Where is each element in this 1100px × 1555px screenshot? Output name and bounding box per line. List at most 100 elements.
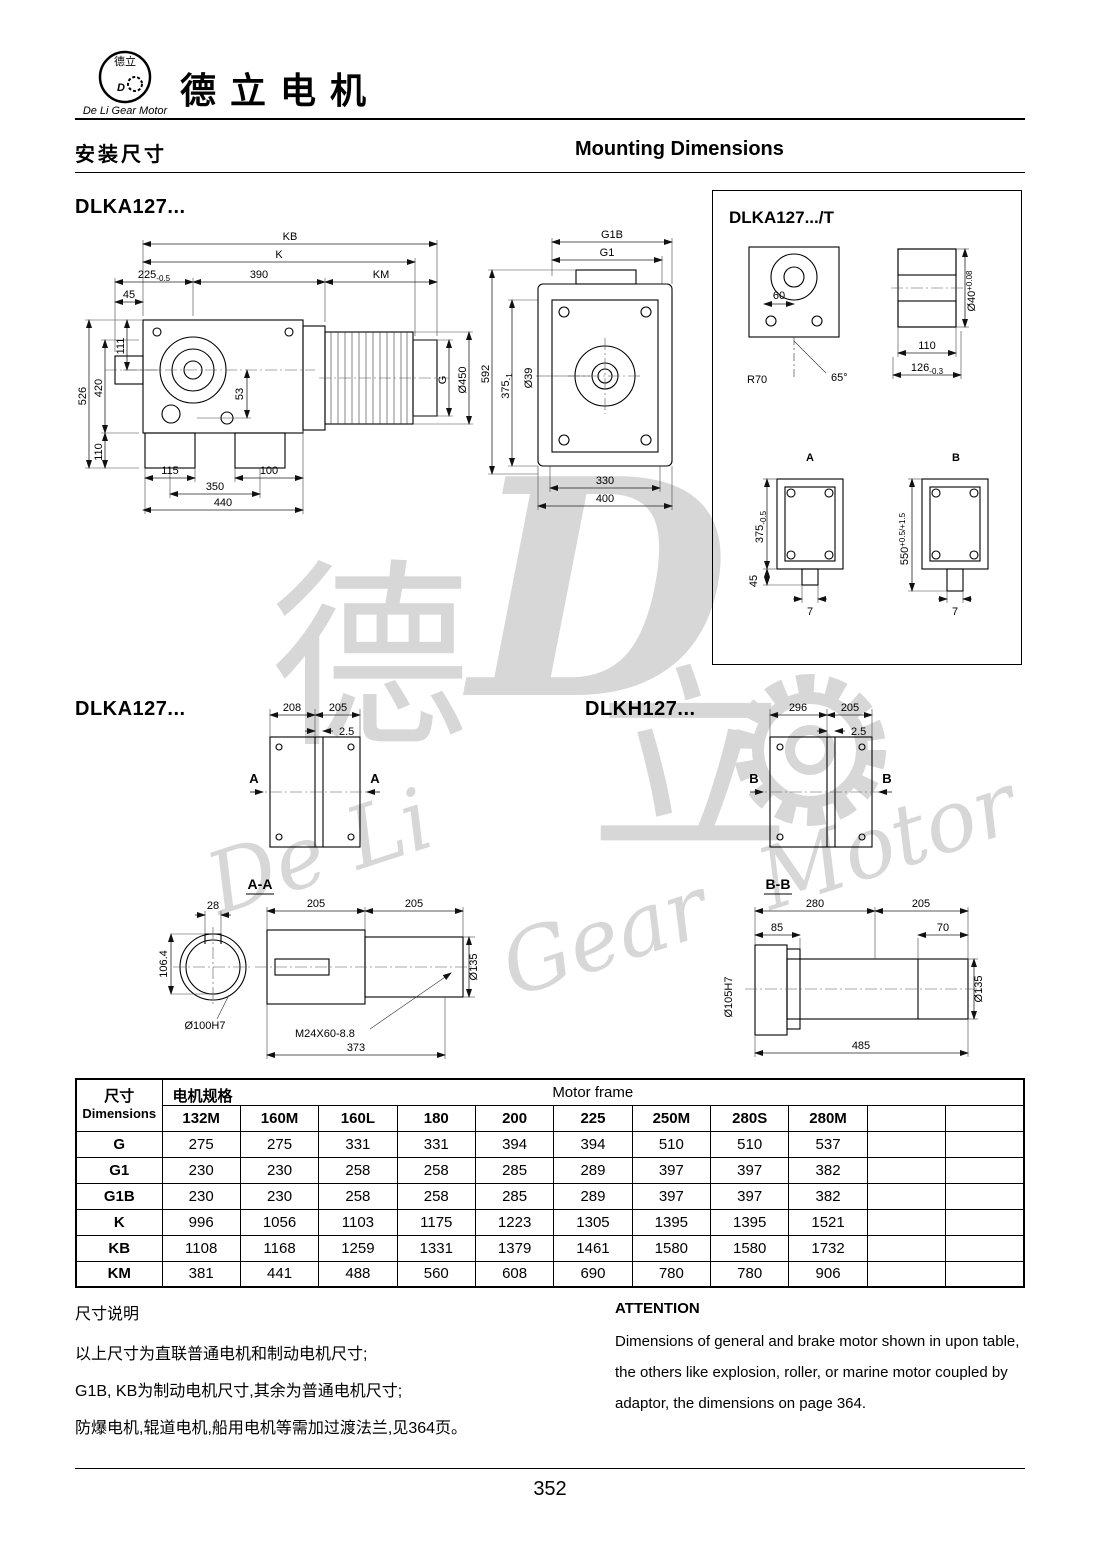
notes-cn-line3: 防爆电机,辊道电机,船用电机等需加过渡法兰,见364页。 bbox=[75, 1420, 468, 1437]
dim-60: 60 bbox=[773, 290, 785, 302]
dim-dia450: Ø450 bbox=[457, 367, 469, 394]
col-header: 250M bbox=[631, 1104, 712, 1132]
col-header: 160M bbox=[239, 1104, 320, 1132]
table-cell: 1379 bbox=[474, 1234, 555, 1262]
dim-111: 111 bbox=[115, 338, 127, 355]
notes-en-line2: the others like explosion, roller, or ma… bbox=[615, 1364, 1008, 1381]
dim-7b: 7 bbox=[952, 606, 958, 618]
thread-leader bbox=[369, 972, 452, 1030]
table-row: G 275 275 331 331 394 394 510 510 537 bbox=[75, 1130, 1025, 1158]
section-label-bb: B-B bbox=[766, 876, 791, 892]
table-row: G1B 230 230 258 258 285 289 397 397 382 bbox=[75, 1182, 1025, 1210]
table-cell: 1305 bbox=[553, 1208, 633, 1236]
section-label-aa: A-A bbox=[248, 876, 273, 892]
dim-526: 526 bbox=[77, 387, 89, 405]
row-label: K bbox=[75, 1208, 163, 1236]
dim-110b: 110 bbox=[918, 340, 936, 352]
mount-view-a bbox=[776, 478, 844, 586]
logo-cn-text: 德立 bbox=[114, 54, 136, 68]
table-cell: 289 bbox=[553, 1156, 633, 1184]
dim-375: 375-1 bbox=[500, 373, 514, 399]
table-row: KB 1108 1168 1259 1331 1379 1461 1580 15… bbox=[75, 1234, 1025, 1262]
table-cell: 1103 bbox=[318, 1208, 398, 1236]
dlka127-main-drawing: KB K 225-0.5 390 KM 45 526 420 111 110 5… bbox=[77, 231, 473, 514]
dim-r70: R70 bbox=[747, 374, 767, 386]
dim-28: 28 bbox=[207, 900, 219, 912]
table-cell: 1331 bbox=[396, 1234, 476, 1262]
dim-440: 440 bbox=[214, 497, 232, 509]
dimension-lines-views bbox=[764, 478, 972, 602]
table-cell: 1461 bbox=[553, 1234, 633, 1262]
dimension-lines-end bbox=[168, 912, 231, 995]
dim-kb: KB bbox=[283, 231, 298, 243]
row-label: KM bbox=[75, 1260, 163, 1288]
dlka127-section-drawing: 208 205 2.5 A A A-A 28 106.4 Ø100H7 bbox=[158, 702, 480, 1059]
gearmotor-outline bbox=[114, 319, 438, 469]
table-cell: 289 bbox=[553, 1182, 633, 1210]
dim-85: 85 bbox=[771, 922, 783, 934]
table-cell-empty bbox=[945, 1234, 1025, 1262]
table-spec-cn: 电机规格 bbox=[172, 1088, 233, 1105]
drawing-title-dlka127-2: DLKA127... bbox=[75, 698, 186, 720]
table-cell: 1580 bbox=[710, 1234, 790, 1262]
table-cell: 780 bbox=[631, 1260, 712, 1288]
dim-s205a: 205 bbox=[307, 898, 325, 910]
row-label: G bbox=[75, 1130, 163, 1158]
dimensions-table: 尺寸 Dimensions 电机规格 Motor frame 132M 160M… bbox=[75, 1078, 1025, 1288]
dlka127t-drawing: DLKA127.../T 60 R70 65° bbox=[729, 208, 989, 618]
table-cell: 258 bbox=[318, 1182, 398, 1210]
dim-km: KM bbox=[373, 269, 390, 281]
centerlines bbox=[105, 369, 449, 379]
table-cell: 1259 bbox=[318, 1234, 398, 1262]
table-cell: 510 bbox=[631, 1130, 712, 1158]
dimension-lines-top bbox=[250, 712, 380, 795]
table-cell: 1395 bbox=[710, 1208, 790, 1236]
dim-550: 550+0.5/+1.5 bbox=[898, 512, 911, 565]
table-cell: 510 bbox=[710, 1130, 790, 1158]
table-cell: 906 bbox=[788, 1260, 868, 1288]
dim-126: 126-0.3 bbox=[911, 362, 944, 376]
dim-592: 592 bbox=[480, 365, 492, 383]
view-label-b: B bbox=[952, 452, 960, 464]
dim-dia39: Ø39 bbox=[523, 368, 535, 389]
page-number: 352 bbox=[533, 1478, 567, 1500]
col-header: 160L bbox=[318, 1104, 398, 1132]
dim-dia135b: Ø135 bbox=[973, 976, 985, 1003]
table-cell-empty bbox=[945, 1130, 1025, 1158]
section-mark-a-left: A bbox=[249, 771, 259, 786]
end-view-centerlines bbox=[173, 927, 253, 1007]
table-cell: 275 bbox=[239, 1130, 320, 1158]
table-cell: 381 bbox=[161, 1260, 241, 1288]
header-divider bbox=[75, 118, 1025, 120]
table-cell: 382 bbox=[788, 1156, 868, 1184]
dim-65deg: 65° bbox=[831, 372, 848, 384]
dim-350: 350 bbox=[206, 481, 224, 493]
dimension-lines bbox=[86, 241, 472, 513]
dim-373: 373 bbox=[347, 1042, 365, 1054]
col-header: 132M bbox=[161, 1104, 241, 1132]
table-cell: 285 bbox=[474, 1182, 555, 1210]
table-cell: 382 bbox=[788, 1182, 868, 1210]
dim-thread: M24X60-8.8 bbox=[295, 1028, 355, 1040]
dimension-lines bbox=[892, 248, 968, 378]
table-cell-empty bbox=[866, 1208, 947, 1236]
table-motor-frame-header: 电机规格 Motor frame bbox=[161, 1078, 1025, 1106]
table-cell: 397 bbox=[631, 1182, 712, 1210]
mount-view-b bbox=[921, 478, 989, 592]
dim-296: 296 bbox=[789, 702, 807, 714]
table-cell: 1175 bbox=[396, 1208, 476, 1236]
table-cell: 1223 bbox=[474, 1208, 555, 1236]
table-cell: 285 bbox=[474, 1156, 555, 1184]
table-dim-en: Dimensions bbox=[82, 1106, 157, 1122]
dim-115: 115 bbox=[161, 465, 179, 477]
drawing-title-dlka127-main: DLKA127... bbox=[75, 196, 186, 218]
dimension-lines-top bbox=[750, 712, 892, 795]
table-corner-cell: 尺寸 Dimensions bbox=[75, 1078, 163, 1132]
angle-construction bbox=[793, 337, 827, 377]
view-label-a: A bbox=[806, 452, 814, 464]
table-column-header-row: 132M 160M 160L 180 200 225 250M 280S 280… bbox=[76, 1104, 1025, 1132]
table-cell-empty bbox=[866, 1130, 947, 1158]
table-cell: 608 bbox=[474, 1260, 555, 1288]
drawing-title-dlka127t: DLKA127.../T bbox=[729, 208, 834, 227]
